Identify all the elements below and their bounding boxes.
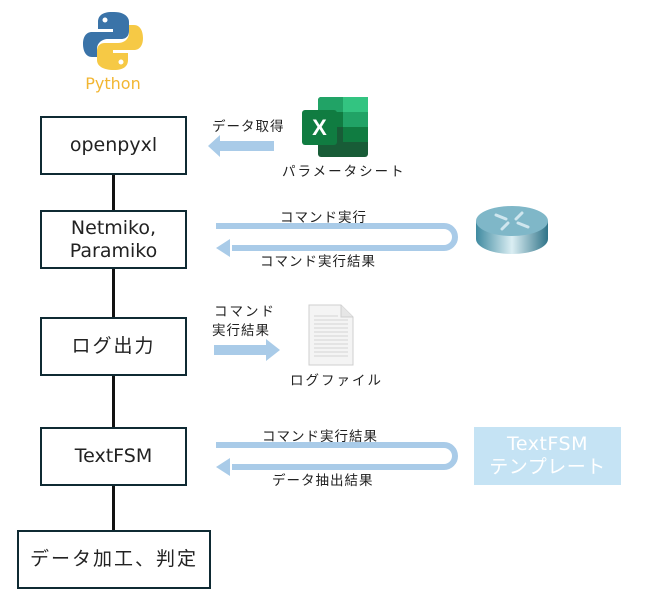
log-output-box: ログ出力 [40, 317, 187, 376]
data-fetch-label: データ取得 [212, 119, 285, 135]
python-label: Python [85, 74, 141, 93]
u-turn-arrow-2 [216, 442, 458, 476]
right-arrow [214, 339, 280, 361]
excel-icon: X [302, 97, 368, 157]
paramiko-label: Paramiko [69, 239, 158, 262]
template-line1: TextFSM [507, 433, 588, 455]
u-turn-arrow [216, 223, 458, 257]
data-process-label: データ加工、判定 [29, 548, 198, 570]
template-line2: テンプレート [489, 456, 606, 478]
left-arrow [208, 135, 274, 157]
log-file-label: ログファイル [290, 373, 383, 389]
command-result-label-2: コマンド実行結果 [262, 429, 378, 445]
textfsm-box: TextFSM [40, 427, 187, 486]
connector-line [112, 174, 115, 210]
connector-line [112, 268, 115, 317]
svg-text:X: X [312, 115, 327, 140]
document-icon [308, 304, 354, 366]
data-process-box: データ加工、判定 [17, 530, 211, 589]
python-logo [80, 8, 146, 74]
command-exec-label: コマンド実行 [280, 210, 367, 226]
parameter-sheet-label: パラメータシート [282, 164, 406, 180]
netmiko-label: Netmiko, [70, 216, 157, 239]
textfsm-label: TextFSM [74, 445, 153, 467]
exec-result-label: 実行結果 [212, 323, 270, 339]
connector-line [112, 375, 115, 427]
log-output-label: ログ出力 [71, 335, 156, 357]
openpyxl-label: openpyxl [69, 134, 158, 156]
textfsm-template-box: TextFSM テンプレート [474, 427, 621, 485]
command-label: コマンド [214, 304, 276, 320]
openpyxl-box: openpyxl [40, 116, 187, 175]
netmiko-box: Netmiko, Paramiko [40, 210, 187, 269]
extract-result-label: データ抽出結果 [272, 473, 374, 489]
router-icon [474, 203, 550, 257]
command-result-label: コマンド実行結果 [260, 254, 376, 270]
python-logo-icon [83, 12, 143, 70]
connector-line [112, 485, 115, 530]
